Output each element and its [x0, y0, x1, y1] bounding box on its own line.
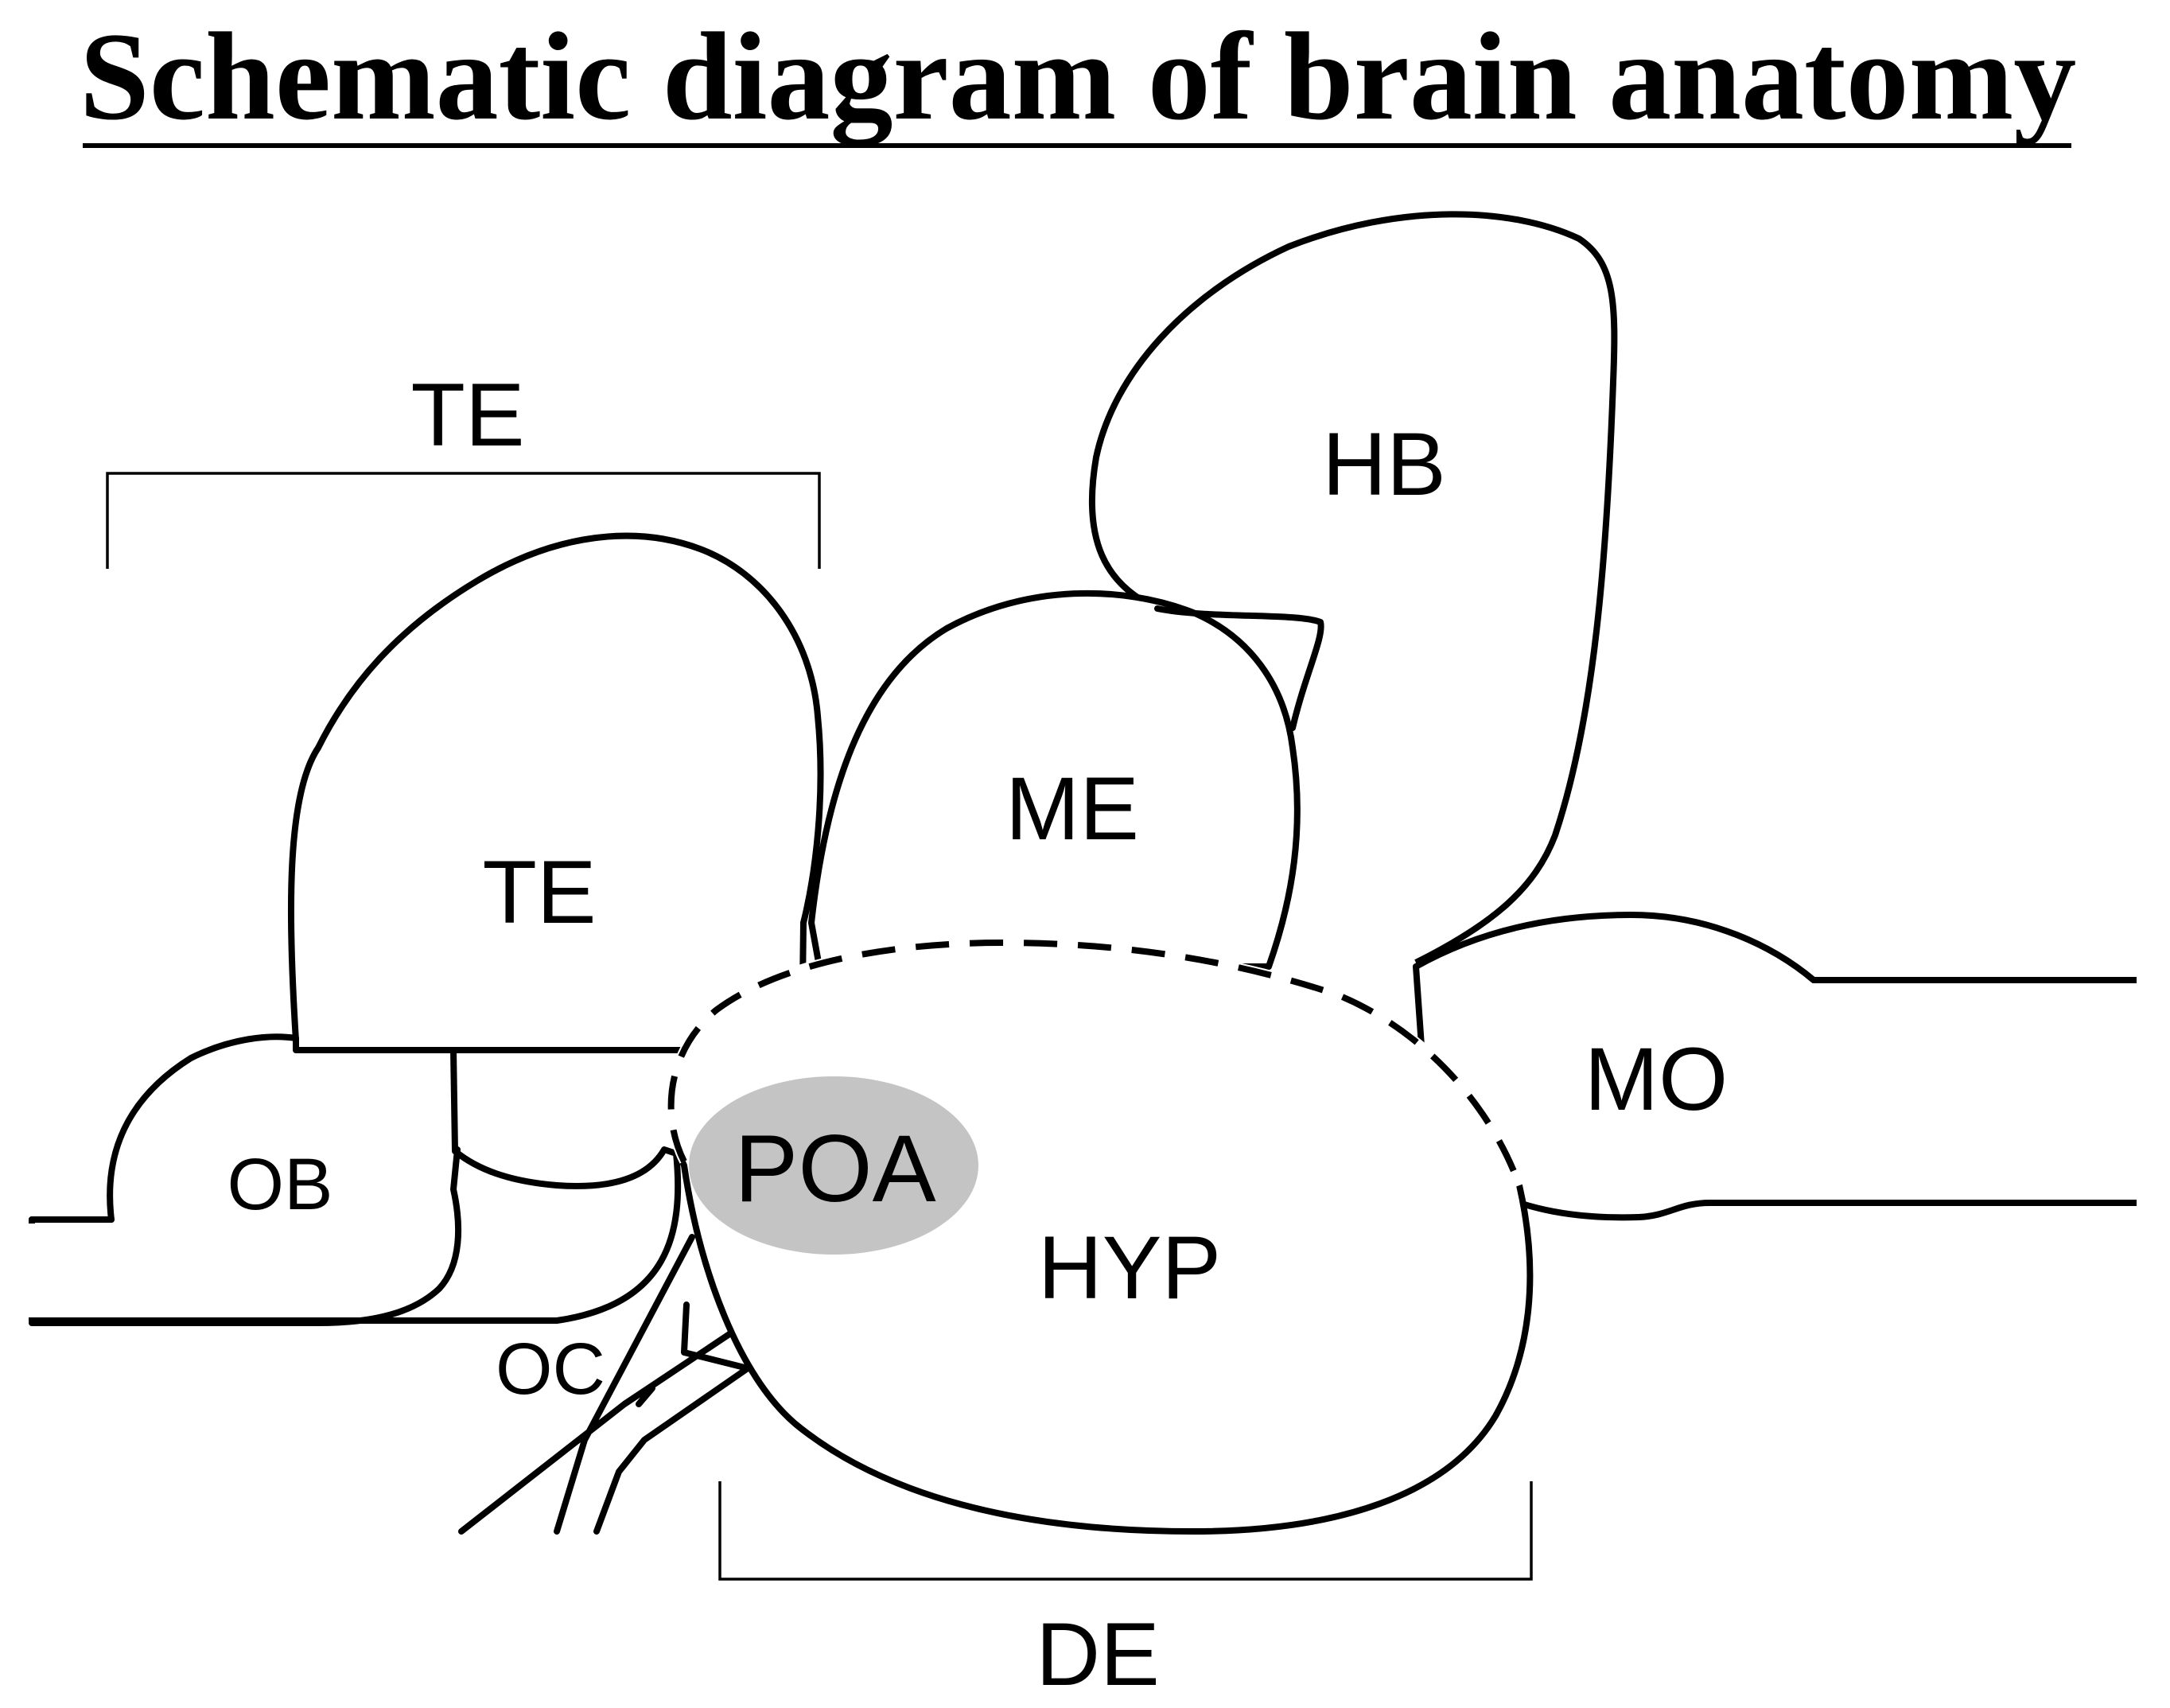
- poa-label: POA: [734, 1115, 935, 1222]
- medulla-outline: [1413, 912, 2145, 1221]
- hb-me-junction: [1154, 605, 1324, 731]
- medulla-edge-mask: [2137, 977, 2152, 1208]
- ob-gap-mask: [24, 1224, 143, 1317]
- hypothalamus-dashed-border: [667, 939, 1522, 1187]
- hb-label: HB: [1322, 414, 1446, 514]
- me-label: ME: [1005, 759, 1139, 858]
- te-bracket: [106, 472, 821, 569]
- de-bracket: [718, 1481, 1533, 1581]
- title-underline: [83, 143, 2071, 148]
- hyp-label: HYP: [1038, 1218, 1221, 1317]
- mesencephalon-outline: [808, 589, 1301, 970]
- mo-label: MO: [1585, 1029, 1728, 1129]
- diagram-title: Schematic diagram of brain anatomy: [80, 7, 2077, 146]
- te-bracket-label: TE: [410, 365, 524, 465]
- optic-chiasm: [458, 1234, 751, 1535]
- de-bracket-label: DE: [1036, 1605, 1160, 1704]
- telencephalon-outline: [287, 532, 824, 1053]
- olfactory-bulb-outline: [29, 1033, 682, 1324]
- poa-region: [689, 1076, 978, 1255]
- hindbrain-outline: [1088, 211, 1618, 966]
- ob-lower-line: [29, 1146, 461, 1326]
- ob-label: OB: [228, 1144, 333, 1225]
- oc-label: OC: [496, 1329, 605, 1410]
- te-label: TE: [482, 842, 596, 942]
